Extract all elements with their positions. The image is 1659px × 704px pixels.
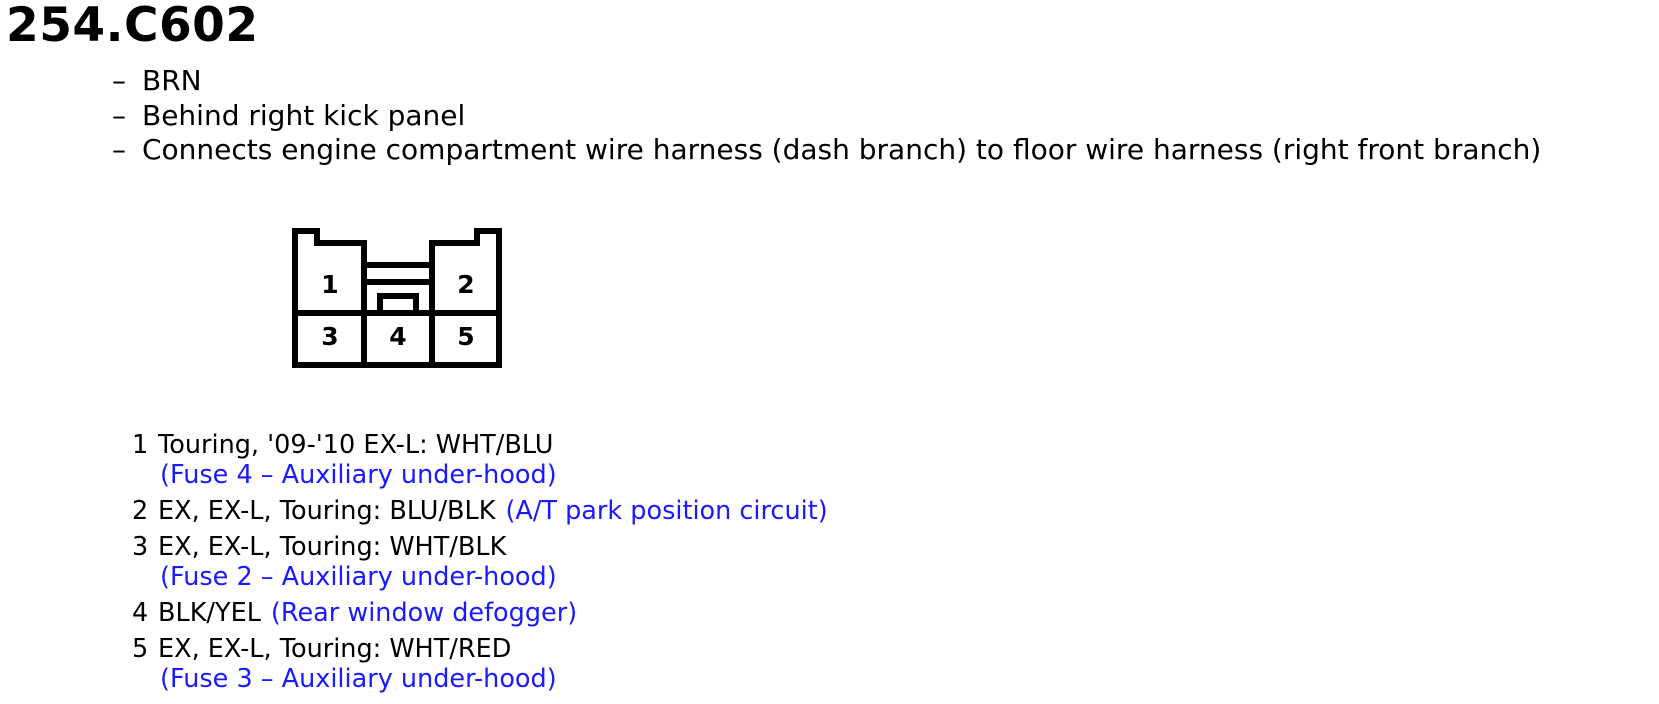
- pin-description: EX, EX-L, Touring: BLU/BLK: [158, 496, 496, 526]
- connector-diagram: 1 2 3 4 5: [292, 228, 502, 368]
- pin-number: 1: [132, 430, 149, 460]
- pin-number: 3: [132, 532, 149, 562]
- pin-description: EX, EX-L, Touring: WHT/RED: [158, 634, 512, 664]
- pin-number: 4: [132, 598, 149, 628]
- connector-info-list: –BRN –Behind right kick panel –Connects …: [112, 64, 1541, 168]
- pin-label-5: 5: [457, 322, 474, 351]
- connector-location-text: Behind right kick panel: [142, 98, 466, 132]
- pin-label-3: 3: [321, 322, 338, 351]
- connector-connects: –Connects engine compartment wire harnes…: [112, 133, 1541, 168]
- pin-description: EX, EX-L, Touring: WHT/BLK: [158, 532, 507, 562]
- list-dash: –: [112, 98, 126, 132]
- pin-note: (Fuse 3 – Auxiliary under-hood): [160, 664, 557, 694]
- pin-row-1: 1 Touring, '09-'10 EX-L: WHT/BLU (Fuse 4 …: [132, 430, 828, 490]
- connector-color-text: BRN: [142, 64, 202, 97]
- pin-number: 5: [132, 634, 149, 664]
- pin-note: (A/T park position circuit): [505, 496, 828, 526]
- connector-title: 254.C602: [6, 0, 259, 53]
- pin-description: Touring, '09-'10 EX-L: WHT/BLU: [158, 430, 554, 460]
- list-dash: –: [112, 133, 126, 166]
- pin-number: 2: [132, 496, 149, 526]
- pin-label-2: 2: [457, 270, 474, 299]
- pin-row-5: 5 EX, EX-L, Touring: WHT/RED (Fuse 3 – Au…: [132, 634, 828, 694]
- connector-lock-tab: [377, 293, 419, 313]
- pin-label-4: 4: [389, 322, 406, 351]
- pin-row-2: 2 EX, EX-L, Touring: BLU/BLK (A/T park pos…: [132, 496, 828, 526]
- pin-note: (Fuse 2 – Auxiliary under-hood): [160, 562, 557, 592]
- connector-connects-text: Connects engine compartment wire harness…: [142, 133, 1542, 166]
- connector-color: –BRN: [112, 64, 1541, 99]
- connector-location: –Behind right kick panel: [112, 99, 1541, 134]
- pin-note: (Fuse 4 – Auxiliary under-hood): [160, 460, 557, 490]
- pin-note: (Rear window defogger): [270, 598, 578, 628]
- pin-row-3: 3 EX, EX-L, Touring: WHT/BLK (Fuse 2 – Au…: [132, 532, 828, 592]
- list-dash: –: [112, 64, 126, 97]
- pin-list: 1 Touring, '09-'10 EX-L: WHT/BLU (Fuse 4 …: [132, 430, 828, 700]
- pin-label-1: 1: [321, 270, 338, 299]
- pin-row-4: 4 BLK/YEL (Rear window defogger): [132, 598, 828, 628]
- pin-description: BLK/YEL: [158, 598, 261, 628]
